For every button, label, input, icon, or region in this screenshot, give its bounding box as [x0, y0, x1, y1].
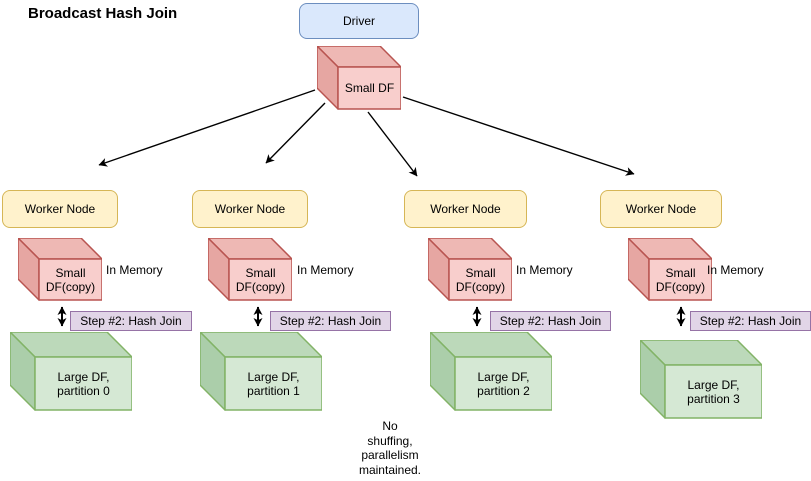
cube-shape — [628, 238, 712, 301]
broadcast-arrow-1 — [98, 89, 316, 167]
step-hash-join-2: Step #2: Hash Join — [270, 311, 391, 331]
worker-node-3-label: Worker Node — [430, 202, 501, 216]
small-df-copy-cube-2-label: Small DF(copy) — [229, 259, 292, 300]
note-text: No shuffing, parallelism maintained. — [325, 419, 455, 477]
step-hash-join-4-label: Step #2: Hash Join — [699, 314, 802, 328]
cube-shape — [208, 238, 292, 301]
cube-front-face — [648, 258, 712, 301]
note-line: parallelism — [361, 448, 419, 462]
small-df-copy-cube-1-label: Small DF(copy) — [39, 259, 102, 300]
partition-label-line2: partition 2 — [477, 383, 530, 398]
cube-shape — [428, 238, 512, 301]
cube-front-face — [38, 258, 102, 301]
large-df-cube-1-label: Large DF, partition 0 — [35, 357, 132, 410]
small-df-cube-label: Small DF — [344, 81, 395, 95]
cube-label-line2: DF(copy) — [655, 279, 706, 294]
cube-shape — [640, 340, 762, 419]
worker-node-1: Worker Node — [2, 190, 118, 228]
partition-label-line2: partition 0 — [57, 383, 110, 398]
step-hash-join-3: Step #2: Hash Join — [490, 311, 611, 331]
in-memory-label-4: In Memory — [707, 263, 764, 277]
small-df-copy-cube-1: Small DF(copy) — [18, 238, 102, 301]
cube-front-face — [337, 66, 401, 110]
cube-label-line2: DF(copy) — [455, 279, 506, 294]
step-hash-join-1-label: Step #2: Hash Join — [80, 314, 182, 328]
large-df-cube-4-label: Large DF, partition 3 — [665, 365, 762, 418]
partition-label-line1: Large DF, — [687, 377, 740, 392]
large-df-cube-1: Large DF, partition 0 — [10, 332, 132, 411]
in-memory-label-1: In Memory — [106, 263, 163, 277]
diagram-title: Broadcast Hash Join — [28, 5, 178, 22]
cube-label-line1: Small — [55, 265, 86, 280]
cube-shape — [10, 332, 132, 411]
small-df-copy-cube-3-label: Small DF(copy) — [449, 259, 512, 300]
worker-node-3: Worker Node — [404, 190, 527, 228]
cube-label-line2: DF(copy) — [235, 279, 286, 294]
step-hash-join-2-label: Step #2: Hash Join — [279, 314, 382, 328]
step-hash-join-4: Step #2: Hash Join — [690, 311, 811, 331]
cube-front-face — [448, 258, 512, 301]
partition-label-line2: partition 1 — [247, 383, 300, 398]
broadcast-arrow-4 — [402, 96, 635, 176]
cube-label-line1: Small — [245, 265, 276, 280]
broadcast-arrow-3 — [367, 111, 418, 177]
driver-node: Driver — [299, 3, 419, 39]
note-line: No — [382, 419, 398, 433]
large-df-cube-3: Large DF, partition 2 — [430, 332, 552, 411]
driver-node-label: Driver — [343, 14, 375, 28]
cube-label-line1: Small — [465, 265, 496, 280]
in-memory-label-3: In Memory — [516, 263, 573, 277]
cube-shape — [430, 332, 552, 411]
cube-label-line2: DF(copy) — [45, 279, 96, 294]
worker-node-4: Worker Node — [600, 190, 722, 228]
partition-label-line1: Large DF, — [57, 369, 110, 384]
step-hash-join-1: Step #2: Hash Join — [70, 311, 192, 331]
broadcast-arrow-2 — [265, 102, 326, 164]
worker-node-1-label: Worker Node — [24, 202, 96, 216]
cube-label-line1: Small — [665, 265, 696, 280]
cube-front-face — [224, 356, 322, 411]
cube-front-face — [228, 258, 292, 301]
cube-front-face — [34, 356, 132, 411]
small-df-copy-cube-2: Small DF(copy) — [208, 238, 292, 301]
note-line: shuffing, — [367, 433, 413, 448]
worker-node-2: Worker Node — [192, 190, 308, 228]
in-memory-label-2: In Memory — [297, 263, 354, 277]
small-df-copy-cube-4-label: Small DF(copy) — [649, 259, 712, 300]
small-df-copy-cube-4: Small DF(copy) — [628, 238, 712, 301]
cube-front-face — [664, 364, 762, 419]
small-df-copy-cube-3: Small DF(copy) — [428, 238, 512, 301]
partition-label-line2: partition 3 — [687, 391, 740, 406]
worker-node-4-label: Worker Node — [625, 202, 697, 216]
cube-shape — [317, 46, 401, 110]
cube-front-face — [454, 356, 552, 411]
step-hash-join-3-label: Step #2: Hash Join — [499, 314, 602, 328]
large-df-cube-3-label: Large DF, partition 2 — [455, 357, 552, 410]
large-df-cube-2-label: Large DF, partition 1 — [225, 357, 322, 410]
cube-shape — [18, 238, 102, 301]
cube-shape — [200, 332, 322, 411]
partition-label-line1: Large DF, — [477, 369, 530, 384]
large-df-cube-4: Large DF, partition 3 — [640, 340, 762, 419]
partition-label-line1: Large DF, — [247, 369, 300, 384]
worker-node-2-label: Worker Node — [214, 202, 286, 216]
note-line: maintained. — [358, 462, 422, 477]
small-df-cube: Small DF — [317, 46, 401, 110]
large-df-cube-2: Large DF, partition 1 — [200, 332, 322, 411]
